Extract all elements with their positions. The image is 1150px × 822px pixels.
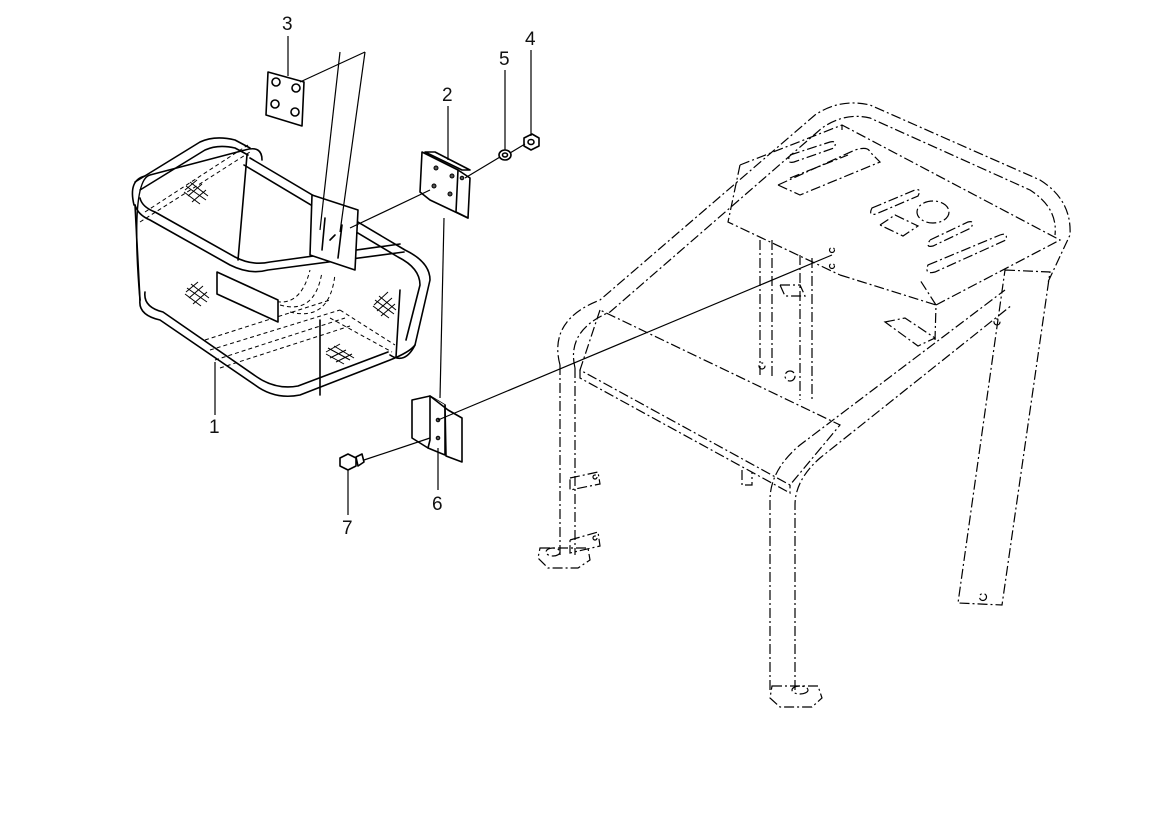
callouts: 1 2 3 4 5 6 7: [209, 14, 536, 539]
callout-7: 7: [342, 518, 353, 539]
callout-4: 4: [525, 29, 536, 50]
part-6-angle-bracket: [411, 395, 463, 463]
frame-assembly: [537, 102, 1071, 708]
part-1-basket: [131, 137, 431, 398]
part-5-washer: [498, 149, 512, 161]
callout-1: 1: [209, 417, 220, 438]
callout-6: 6: [432, 494, 443, 515]
part-3-backing-plate: [265, 71, 305, 127]
callout-3: 3: [282, 14, 293, 35]
callout-2: 2: [442, 85, 453, 106]
assembly-lines: [214, 36, 833, 515]
part-2-clamp-plate: [419, 151, 471, 219]
part-7-bolt: [339, 453, 365, 471]
part-4-nut: [523, 133, 540, 151]
callout-5: 5: [499, 49, 510, 70]
